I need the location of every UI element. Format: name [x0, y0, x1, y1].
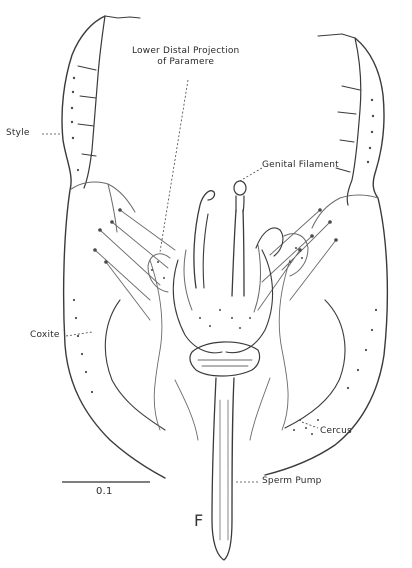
- label-genital-filament: Genital Filament: [262, 160, 339, 171]
- left-coxite-outline: [62, 16, 165, 478]
- leader-cercus: [302, 422, 318, 428]
- leader-genital-filament: [238, 168, 262, 182]
- label-sperm-pump: Sperm Pump: [262, 476, 322, 487]
- label-cercus: Cercus: [320, 426, 352, 437]
- left-style-inner: [84, 16, 105, 188]
- sperm-pump: [212, 378, 234, 560]
- label-coxite: Coxite: [30, 330, 60, 341]
- right-style-inner: [347, 38, 361, 205]
- label-figure-letter: F: [194, 512, 203, 530]
- label-paramere: Lower Distal Projection of Paramere: [132, 46, 239, 68]
- leader-paramere: [160, 80, 188, 252]
- label-style: Style: [6, 128, 30, 139]
- genital-filament: [232, 210, 244, 296]
- label-scale: 0.1: [96, 486, 113, 497]
- right-coxite-outline: [265, 38, 387, 475]
- leader-coxite: [66, 332, 92, 336]
